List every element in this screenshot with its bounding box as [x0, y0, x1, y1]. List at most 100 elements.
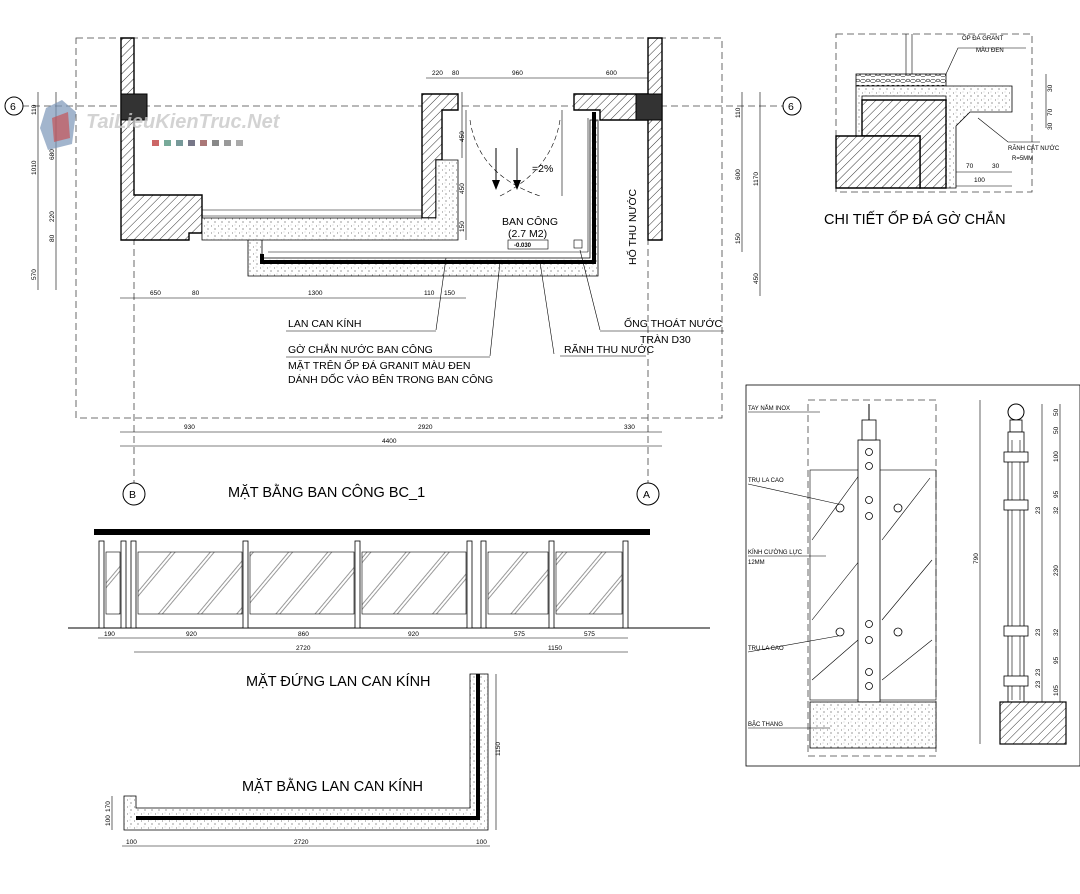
railing-plan-title: MẶT BẰNG LAN CAN KÍNH [242, 777, 423, 795]
label-gutter: RÃNH THU NƯỚC [564, 343, 655, 356]
railing-detail: TAY NẮM INOX TRỤ LA CAO KÍNH CƯỜNG LỰC 1… [745, 384, 1080, 767]
svg-text:920: 920 [186, 631, 197, 638]
curb-detail-title: CHI TIẾT ỐP ĐÁ GỜ CHẮN [824, 210, 1006, 228]
plan-title: MẶT BẰNG BAN CÔNG BC_1 [228, 483, 425, 501]
label-glass-railing: LAN CAN KÍNH [288, 317, 362, 330]
svg-text:100: 100 [105, 815, 112, 826]
svg-text:600: 600 [735, 169, 742, 180]
glass-panel [249, 551, 355, 615]
svg-text:4400: 4400 [382, 438, 397, 445]
label-step: BẬC THANG [748, 721, 783, 728]
svg-text:1150: 1150 [548, 645, 562, 652]
granite-label-2: MÀU ĐEN [976, 47, 1004, 54]
svg-text:23: 23 [1035, 628, 1042, 636]
svg-text:100: 100 [1053, 451, 1060, 462]
svg-text:930: 930 [184, 424, 195, 431]
curb-line [260, 112, 596, 264]
elevation-dimensions: 190 920 860 920 575 575 2720 1150 [98, 631, 628, 653]
railing-plan: MẶT BẰNG LAN CAN KÍNH 100 2720 100 100 1… [105, 673, 502, 847]
svg-text:100: 100 [476, 839, 487, 846]
right-column [635, 93, 663, 121]
label-glass-1: KÍNH CƯỜNG LỰC [748, 549, 803, 556]
svg-text:100: 100 [974, 177, 985, 184]
svg-text:790: 790 [973, 553, 980, 564]
svg-text:2920: 2920 [418, 424, 433, 431]
glass-panel [137, 551, 243, 615]
svg-text:1300: 1300 [308, 290, 323, 297]
svg-text:600: 600 [606, 70, 617, 77]
label-curb-1: GỜ CHẮN NƯỚC BAN CÔNG [288, 343, 433, 356]
handrail-top [94, 529, 650, 535]
balcony-slab [201, 119, 599, 277]
axis-b-bubble: B [129, 489, 136, 501]
left-wall [120, 37, 203, 241]
svg-text:220: 220 [49, 211, 56, 222]
left-column [120, 93, 148, 121]
svg-text:220: 220 [432, 70, 443, 77]
svg-text:110: 110 [31, 104, 38, 115]
room-name: BAN CÔNG [502, 215, 558, 228]
svg-text:23: 23 [1035, 680, 1042, 688]
groove-label-2: R=5MM [1012, 156, 1033, 162]
svg-text:50: 50 [1053, 426, 1060, 434]
svg-text:650: 650 [150, 290, 161, 297]
room-area: (2.7 M2) [508, 228, 547, 240]
glass-panel [361, 551, 467, 615]
svg-text:110: 110 [735, 107, 742, 118]
svg-text:680: 680 [49, 149, 56, 160]
right-wall [647, 37, 663, 241]
axis-6-left-bubble: 6 [10, 101, 16, 113]
svg-text:70: 70 [966, 163, 974, 170]
elevation-title: MẶT ĐỨNG LAN CAN KÍNH [246, 673, 431, 690]
svg-text:450: 450 [459, 183, 466, 194]
svg-text:80: 80 [49, 234, 56, 242]
svg-text:32: 32 [1053, 506, 1060, 514]
svg-text:105: 105 [1053, 685, 1060, 696]
groove-label-1: RÃNH CẮT NƯỚC [1008, 144, 1060, 152]
svg-text:95: 95 [1053, 656, 1060, 664]
svg-text:575: 575 [514, 631, 525, 638]
svg-text:100: 100 [126, 839, 137, 846]
svg-text:23: 23 [1035, 506, 1042, 514]
glass-panel [555, 551, 623, 615]
svg-text:920: 920 [408, 631, 419, 638]
svg-text:330: 330 [624, 424, 635, 431]
svg-text:32: 32 [1053, 628, 1060, 636]
svg-text:95: 95 [1053, 490, 1060, 498]
svg-text:1010: 1010 [31, 160, 38, 175]
label-handrail: TAY NẮM INOX [748, 404, 790, 412]
slope-label: =2% [532, 163, 553, 175]
svg-text:150: 150 [735, 233, 742, 244]
svg-text:960: 960 [512, 70, 523, 77]
label-post-1: TRỤ LA CAO [748, 478, 784, 484]
granite-label-1: ỐP ĐÁ GRANT [962, 35, 1004, 42]
axis-a-bubble: A [643, 489, 650, 501]
balcony-plan: =2% BAN CÔNG (2.7 M2) -0.030 HỐ THU NƯỚC… [4, 37, 802, 506]
svg-text:30: 30 [1047, 122, 1054, 130]
svg-text:1170: 1170 [753, 172, 760, 186]
svg-text:23: 23 [1035, 668, 1042, 676]
svg-text:575: 575 [584, 631, 595, 638]
svg-text:150: 150 [444, 290, 455, 297]
granite-cap [855, 73, 947, 87]
axis-6-right-bubble: 6 [788, 101, 794, 113]
svg-text:TaiLieuKienTruc.Net: TaiLieuKienTruc.Net [86, 111, 281, 133]
svg-text:30: 30 [1047, 84, 1054, 92]
railing-post [857, 439, 881, 703]
plan-frame [75, 37, 723, 419]
svg-text:450: 450 [459, 131, 466, 142]
label-pipe-2: TRÀN D30 [640, 333, 691, 346]
svg-text:110: 110 [424, 290, 435, 297]
svg-text:80: 80 [452, 70, 460, 77]
drain-hole-label: HỐ THU NƯỚC [625, 188, 639, 265]
step-base [809, 701, 937, 749]
svg-text:80: 80 [192, 290, 200, 297]
svg-text:50: 50 [1053, 408, 1060, 416]
label-post-2: TRỤ LA CAO [748, 646, 784, 652]
svg-text:450: 450 [753, 273, 760, 284]
svg-text:860: 860 [298, 631, 309, 638]
railing-detail-dimensions: 790 50 50 100 95 32 23 230 23 32 95 23 2… [973, 400, 1061, 744]
svg-text:2720: 2720 [296, 645, 311, 652]
curb-detail: ỐP ĐÁ GRANT MÀU ĐEN RÃNH CẮT NƯỚC R=5MM … [824, 33, 1060, 228]
